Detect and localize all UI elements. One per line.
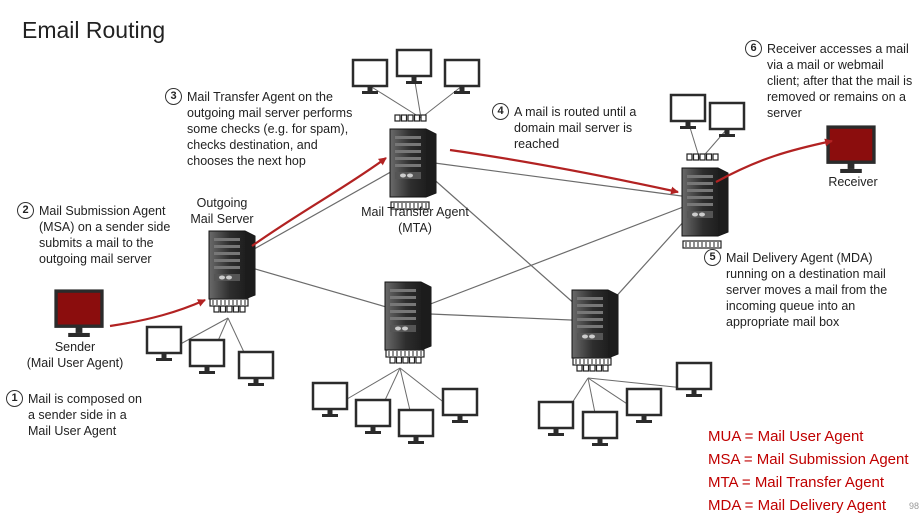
desktop-monitor-icon (188, 338, 226, 374)
mail-route-arrow (251, 157, 387, 247)
step-2: 2 Mail Submission Agent (MSA) on a sende… (17, 202, 171, 267)
desktop-monitor-icon (443, 58, 481, 94)
desktop-monitor-icon (397, 408, 435, 444)
network-link (230, 159, 413, 263)
server-tower-icon (208, 230, 256, 313)
step-text: Receiver accesses a mail via a mail or w… (767, 42, 913, 120)
desktop-monitor-icon (675, 361, 713, 397)
legend-item: MUA = Mail User Agent (708, 428, 864, 445)
desktop-monitor-icon (395, 48, 433, 84)
receiver-label: Receiver (828, 175, 878, 189)
server-tower-icon (384, 281, 432, 364)
red-monitor-icon (826, 125, 876, 173)
step-6: 6 Receiver accesses a mail via a mail or… (745, 40, 913, 121)
mta-label: Mail Transfer Agent (MTA) (361, 205, 469, 235)
step-number-badge: 6 (745, 40, 762, 57)
desktop-monitor-icon (625, 387, 663, 423)
step-number-badge: 3 (165, 88, 182, 105)
desktop-monitor-icon (537, 400, 575, 436)
mail-route-arrow (109, 298, 206, 328)
client-link (420, 85, 463, 119)
step-text: Mail Submission Agent (MSA) on a sender … (39, 204, 171, 266)
step-number-badge: 4 (492, 103, 509, 120)
step-text: Mail Delivery Agent (MDA) running on a d… (726, 251, 888, 329)
desktop-monitor-icon (311, 381, 349, 417)
desktop-monitor-icon (669, 93, 707, 129)
legend-item: MTA = Mail Transfer Agent (708, 474, 885, 491)
step-5: 5 Mail Delivery Agent (MDA) running on a… (704, 249, 888, 330)
desktop-monitor-icon (145, 325, 183, 361)
outgoing-server-label: Outgoing Mail Server (190, 196, 254, 226)
acronym-legend: MUA = Mail User Agent MSA = Mail Submiss… (708, 425, 909, 517)
mail-route-arrow (715, 138, 833, 183)
step-text: Mail Transfer Agent on the outgoing mail… (187, 90, 353, 168)
mail-route-arrow (449, 148, 679, 195)
desktop-monitor-icon (441, 387, 479, 423)
desktop-monitor-icon (354, 398, 392, 434)
step-number-badge: 1 (6, 390, 23, 407)
step-number-badge: 2 (17, 202, 34, 219)
red-monitor-icon (54, 289, 104, 337)
network-link (406, 198, 705, 314)
page-title: Email Routing (22, 17, 166, 43)
step-text: Mail is composed on a sender side in a M… (28, 392, 142, 438)
desktop-monitor-icon (581, 410, 619, 446)
page-number: 98 (908, 501, 919, 511)
server-tower-icon (389, 114, 437, 210)
step-4: 4 A mail is routed until a domain mail s… (492, 103, 637, 152)
server-tower-icon (681, 153, 729, 249)
step-text: A mail is routed until a domain mail ser… (514, 105, 637, 151)
network-link (411, 159, 705, 200)
network-link (230, 261, 408, 314)
desktop-monitor-icon (351, 58, 389, 94)
client-link (369, 85, 422, 119)
step-3: 3 Mail Transfer Agent on the outgoing ma… (165, 88, 353, 169)
legend-item: MDA = Mail Delivery Agent (708, 497, 886, 514)
step-1: 1 Mail is composed on a sender side in a… (6, 390, 142, 439)
server-tower-icon (571, 289, 619, 372)
network-link (411, 159, 595, 322)
network-link (406, 312, 595, 322)
legend-item: MSA = Mail Submission Agent (708, 451, 909, 468)
network-nodes (54, 48, 876, 446)
mail-route-arrows (109, 138, 833, 328)
sender-label: Sender (Mail User Agent) (26, 340, 124, 370)
desktop-monitor-icon (237, 350, 275, 386)
step-number-badge: 5 (704, 249, 721, 266)
desktop-monitor-icon (708, 101, 746, 137)
